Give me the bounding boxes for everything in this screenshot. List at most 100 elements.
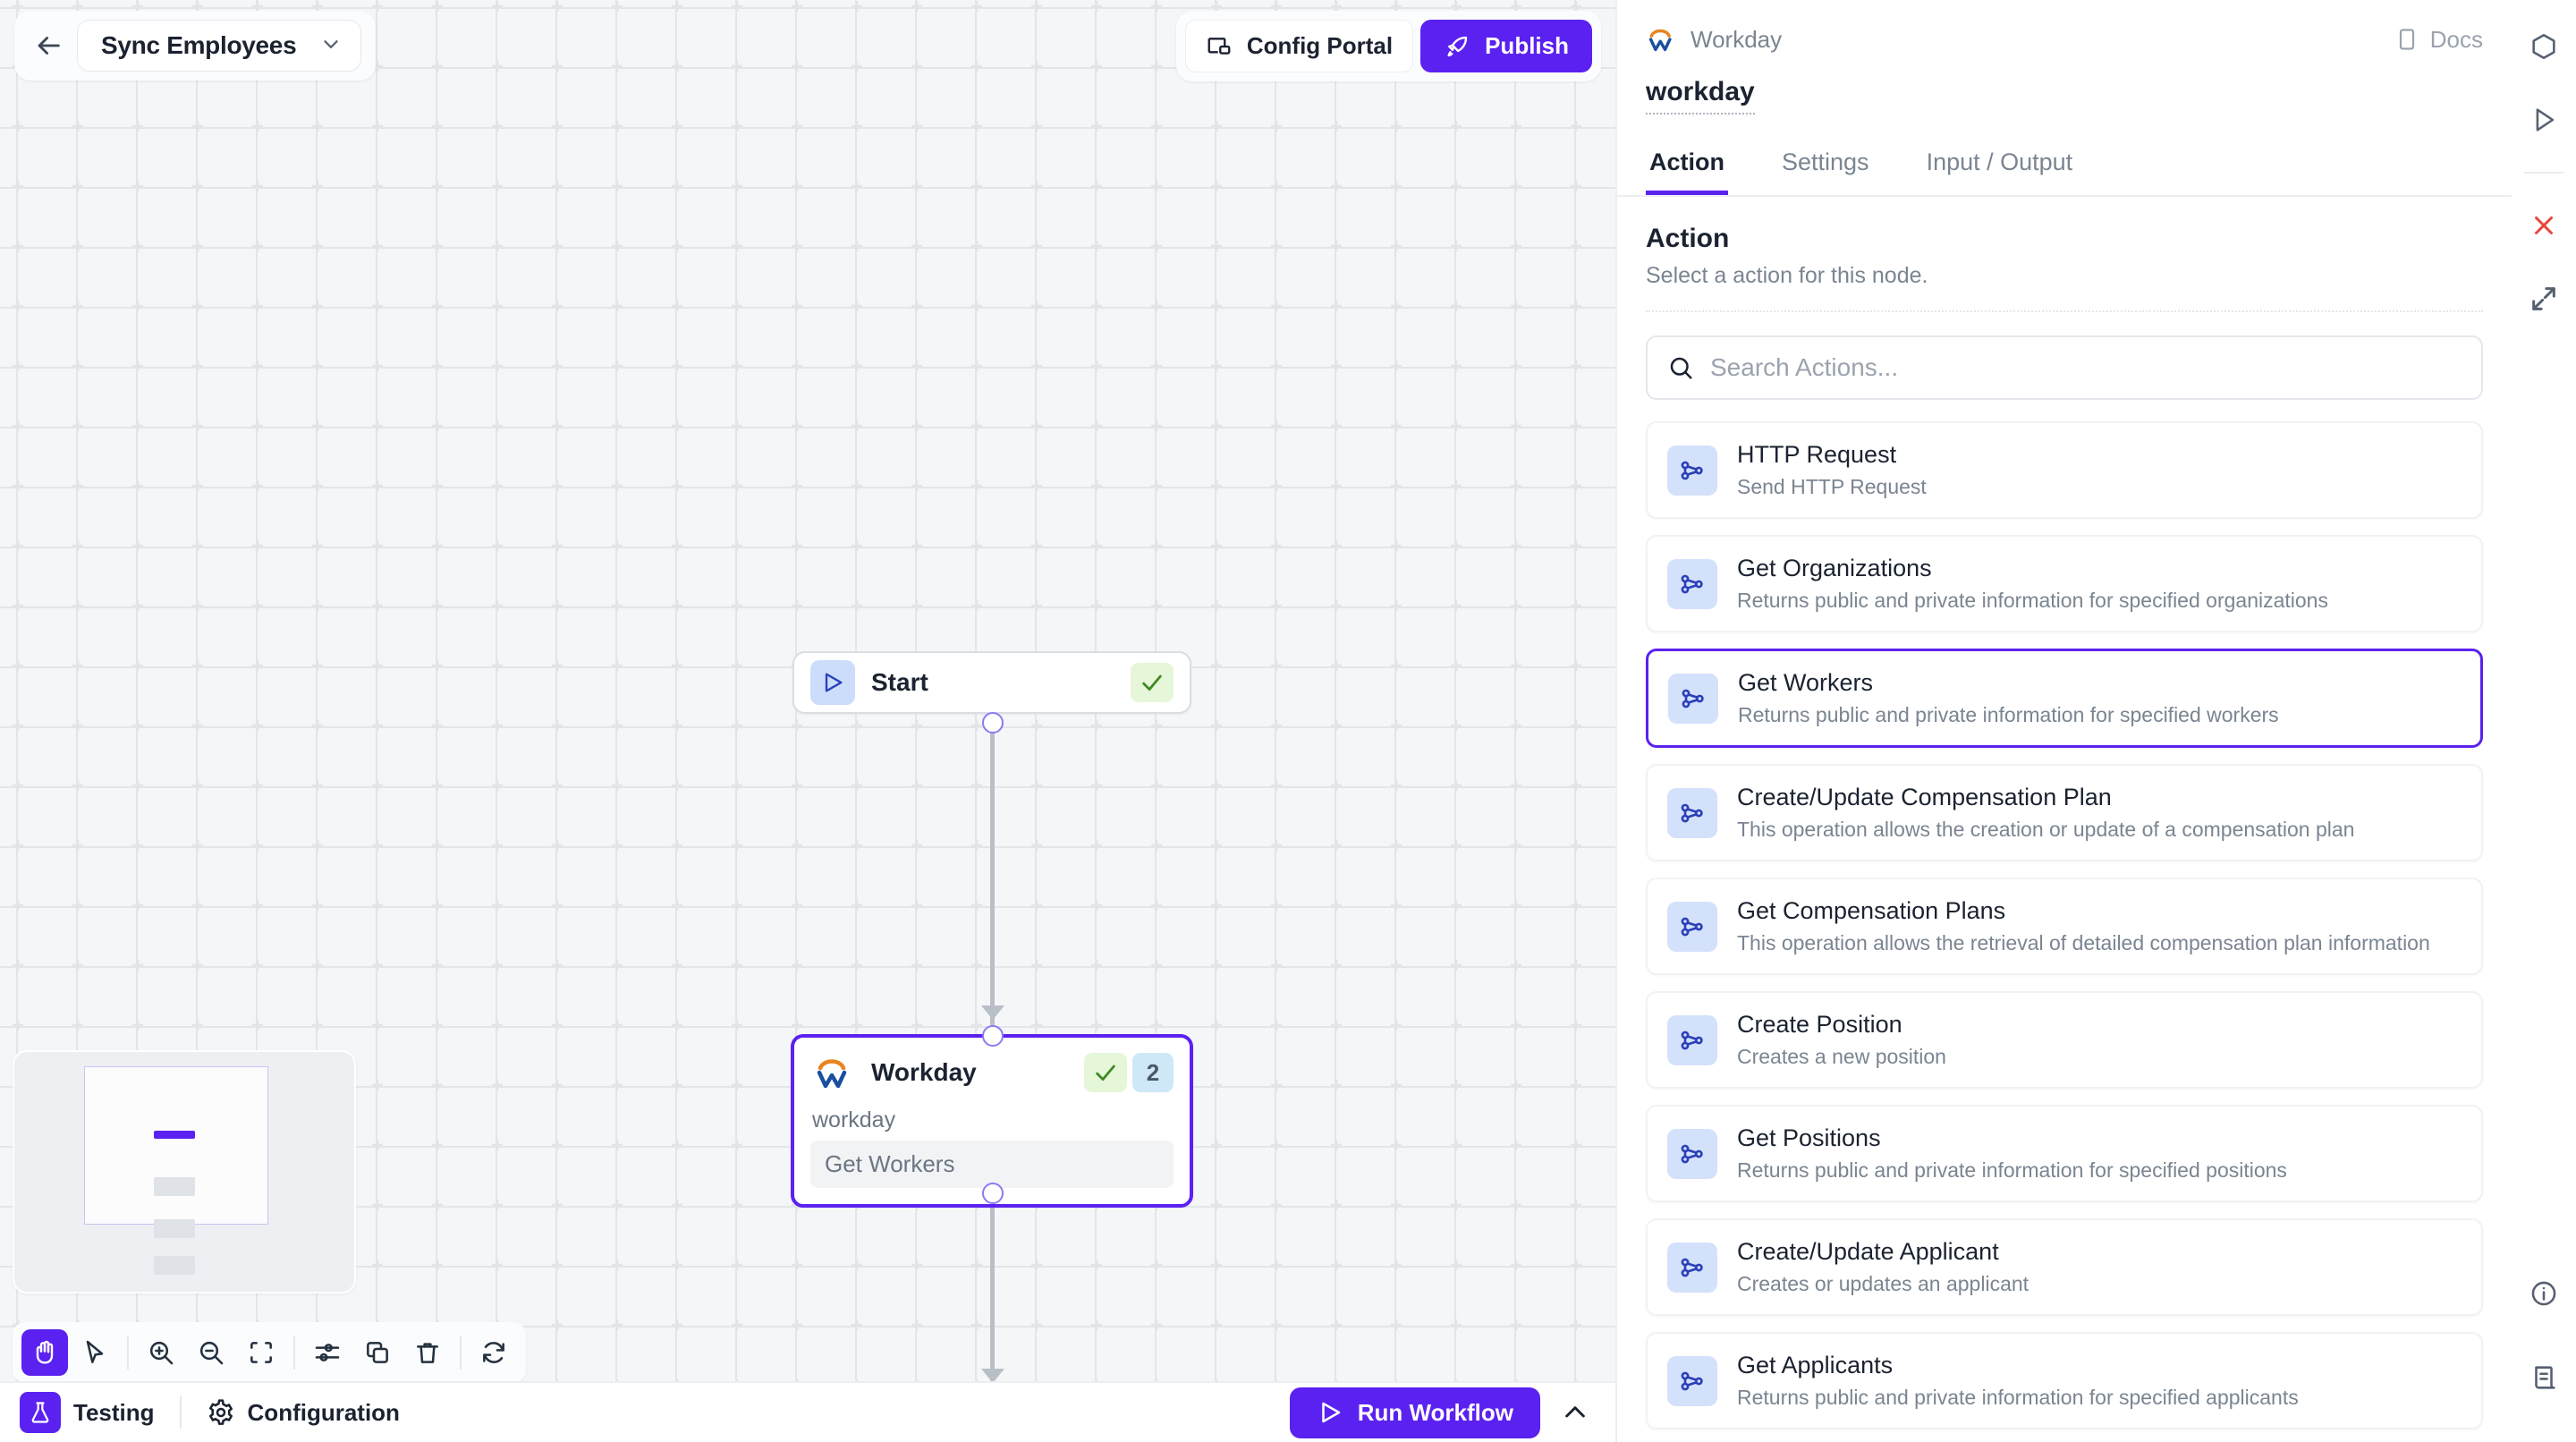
node-graph-icon (1667, 787, 1717, 838)
node-workday-input-port[interactable] (982, 1025, 1004, 1047)
trash-icon[interactable] (404, 1329, 451, 1376)
node-config-panel: Workday Docs workday Action Settings Inp… (1615, 0, 2512, 1442)
tab-input-output[interactable]: Input / Output (1923, 136, 2077, 195)
node-graph-icon (1667, 901, 1717, 952)
action-name: HTTP Request (1737, 441, 1897, 468)
action-name: Get Organizations (1737, 555, 1932, 581)
bottombar-divider (179, 1396, 182, 1429)
canvas-minimap[interactable] (13, 1050, 356, 1294)
node-name-field[interactable]: workday (1646, 77, 1755, 115)
docs-link[interactable]: Docs (2394, 26, 2483, 54)
action-item-get-compensation-plans[interactable]: Get Compensation Plans This operation al… (1646, 878, 2483, 975)
canvas-top-actions: Config Portal Publish (1175, 11, 1601, 81)
actions-list[interactable]: HTTP Request Send HTTP Request Get Organ… (1617, 416, 2512, 1442)
search-icon (1667, 354, 1694, 381)
node-graph-icon (1667, 445, 1717, 496)
auto-layout-icon[interactable] (304, 1329, 351, 1376)
tab-settings[interactable]: Settings (1778, 136, 1873, 195)
action-name: Create/Update Compensation Plan (1737, 784, 2112, 810)
node-graph-icon (1667, 1355, 1717, 1406)
bottom-bar: Testing Configuration Run Workflow (0, 1381, 1615, 1442)
action-description: Returns public and private information f… (1737, 589, 2328, 612)
chevron-up-icon[interactable] (1555, 1392, 1596, 1433)
pan-hand-icon[interactable] (21, 1329, 68, 1376)
flask-icon (20, 1392, 61, 1433)
close-x-icon[interactable] (2519, 200, 2569, 250)
book-icon (2394, 27, 2419, 52)
play-triangle-icon (810, 660, 855, 705)
duplicate-icon[interactable] (354, 1329, 401, 1376)
toolbar-divider (460, 1336, 462, 1370)
section-title: Action (1646, 224, 1730, 253)
cursor-select-icon[interactable] (72, 1329, 118, 1376)
action-item-get-workers[interactable]: Get Workers Returns public and private i… (1646, 649, 2483, 748)
action-name: Get Positions (1737, 1124, 1881, 1151)
section-divider (1646, 310, 2483, 312)
action-name: Get Workers (1738, 669, 1874, 696)
config-portal-label: Config Portal (1246, 32, 1394, 59)
zoom-out-icon[interactable] (188, 1329, 234, 1376)
expand-diagonal-icon[interactable] (2519, 274, 2569, 324)
action-description: This operation allows the retrieval of d… (1737, 931, 2430, 954)
testing-label[interactable]: Testing (73, 1398, 155, 1426)
action-description: Returns public and private information f… (1738, 703, 2279, 726)
info-circle-icon[interactable] (2519, 1268, 2569, 1319)
search-input[interactable] (1710, 353, 2462, 382)
node-workday-action-field[interactable]: Get Workers (810, 1141, 1174, 1188)
node-graph-icon (1667, 1014, 1717, 1065)
back-button[interactable] (27, 24, 70, 67)
node-start-status-check-icon (1131, 663, 1174, 702)
node-workday-count-badge: 2 (1132, 1053, 1174, 1092)
panel-app-header: Workday (1646, 25, 1782, 54)
refresh-icon[interactable] (470, 1329, 517, 1376)
toolbar-divider (127, 1336, 129, 1370)
action-item-create-update-applicant[interactable]: Create/Update Applicant Creates or updat… (1646, 1218, 2483, 1316)
action-name: Get Compensation Plans (1737, 897, 2006, 924)
docs-label: Docs (2429, 25, 2483, 53)
search-actions-box[interactable] (1646, 335, 2483, 400)
publish-button[interactable]: Publish (1420, 20, 1592, 72)
fit-view-icon[interactable] (238, 1329, 284, 1376)
panel-app-name: Workday (1690, 25, 1783, 53)
config-portal-button[interactable]: Config Portal (1184, 20, 1414, 72)
zoom-in-icon[interactable] (138, 1329, 184, 1376)
action-description: Returns public and private information f… (1737, 1386, 2299, 1409)
action-name: Get Applicants (1737, 1352, 1894, 1378)
minimap-node (154, 1177, 195, 1196)
action-name: Create Position (1737, 1011, 1902, 1038)
node-graph-icon (1667, 558, 1717, 609)
node-start[interactable]: Start (792, 651, 1191, 714)
action-item-create-position[interactable]: Create Position Creates a new position (1646, 991, 2483, 1089)
edge-arrow-1 (981, 1005, 1004, 1020)
action-item-create-update-compensation-plan[interactable]: Create/Update Compensation Plan This ope… (1646, 764, 2483, 861)
configuration-label[interactable]: Configuration (247, 1398, 400, 1426)
play-triangle-icon[interactable] (2519, 95, 2569, 145)
node-workday-output-port[interactable] (982, 1183, 1004, 1204)
action-item-get-positions[interactable]: Get Positions Returns public and private… (1646, 1105, 2483, 1202)
workflow-title-bar: Sync Employees (14, 11, 377, 81)
run-workflow-button[interactable]: Run Workflow (1289, 1387, 1540, 1438)
workflow-selector[interactable]: Sync Employees (77, 20, 362, 72)
rocket-icon (1444, 33, 1470, 60)
minimap-node-selected (154, 1131, 195, 1139)
workflow-canvas[interactable]: Start Workday 2 workday (0, 0, 1615, 1442)
tab-action[interactable]: Action (1646, 136, 1728, 195)
minimap-node (154, 1219, 195, 1238)
workday-logo-icon (810, 1050, 855, 1095)
action-item-http-request[interactable]: HTTP Request Send HTTP Request (1646, 421, 2483, 519)
chevron-down-icon (319, 32, 343, 60)
hexagon-icon[interactable] (2519, 21, 2569, 72)
action-description: Returns public and private information f… (1737, 1158, 2287, 1182)
edge-start-to-workday (990, 720, 995, 1031)
right-icon-rail (2512, 0, 2576, 1442)
action-item-get-organizations[interactable]: Get Organizations Returns public and pri… (1646, 535, 2483, 632)
node-workday-subtitle: workday (812, 1107, 896, 1132)
run-workflow-label: Run Workflow (1357, 1398, 1513, 1426)
logs-scroll-icon[interactable] (2519, 1353, 2569, 1403)
node-workday-status-check-icon (1084, 1053, 1127, 1092)
node-workday[interactable]: Workday 2 workday Get Workers (791, 1034, 1193, 1208)
action-name: Create/Update Applicant (1737, 1238, 1999, 1265)
node-start-output-port[interactable] (982, 712, 1004, 734)
action-item-get-applicants[interactable]: Get Applicants Returns public and privat… (1646, 1332, 2483, 1429)
minimap-viewport[interactable] (84, 1066, 268, 1225)
